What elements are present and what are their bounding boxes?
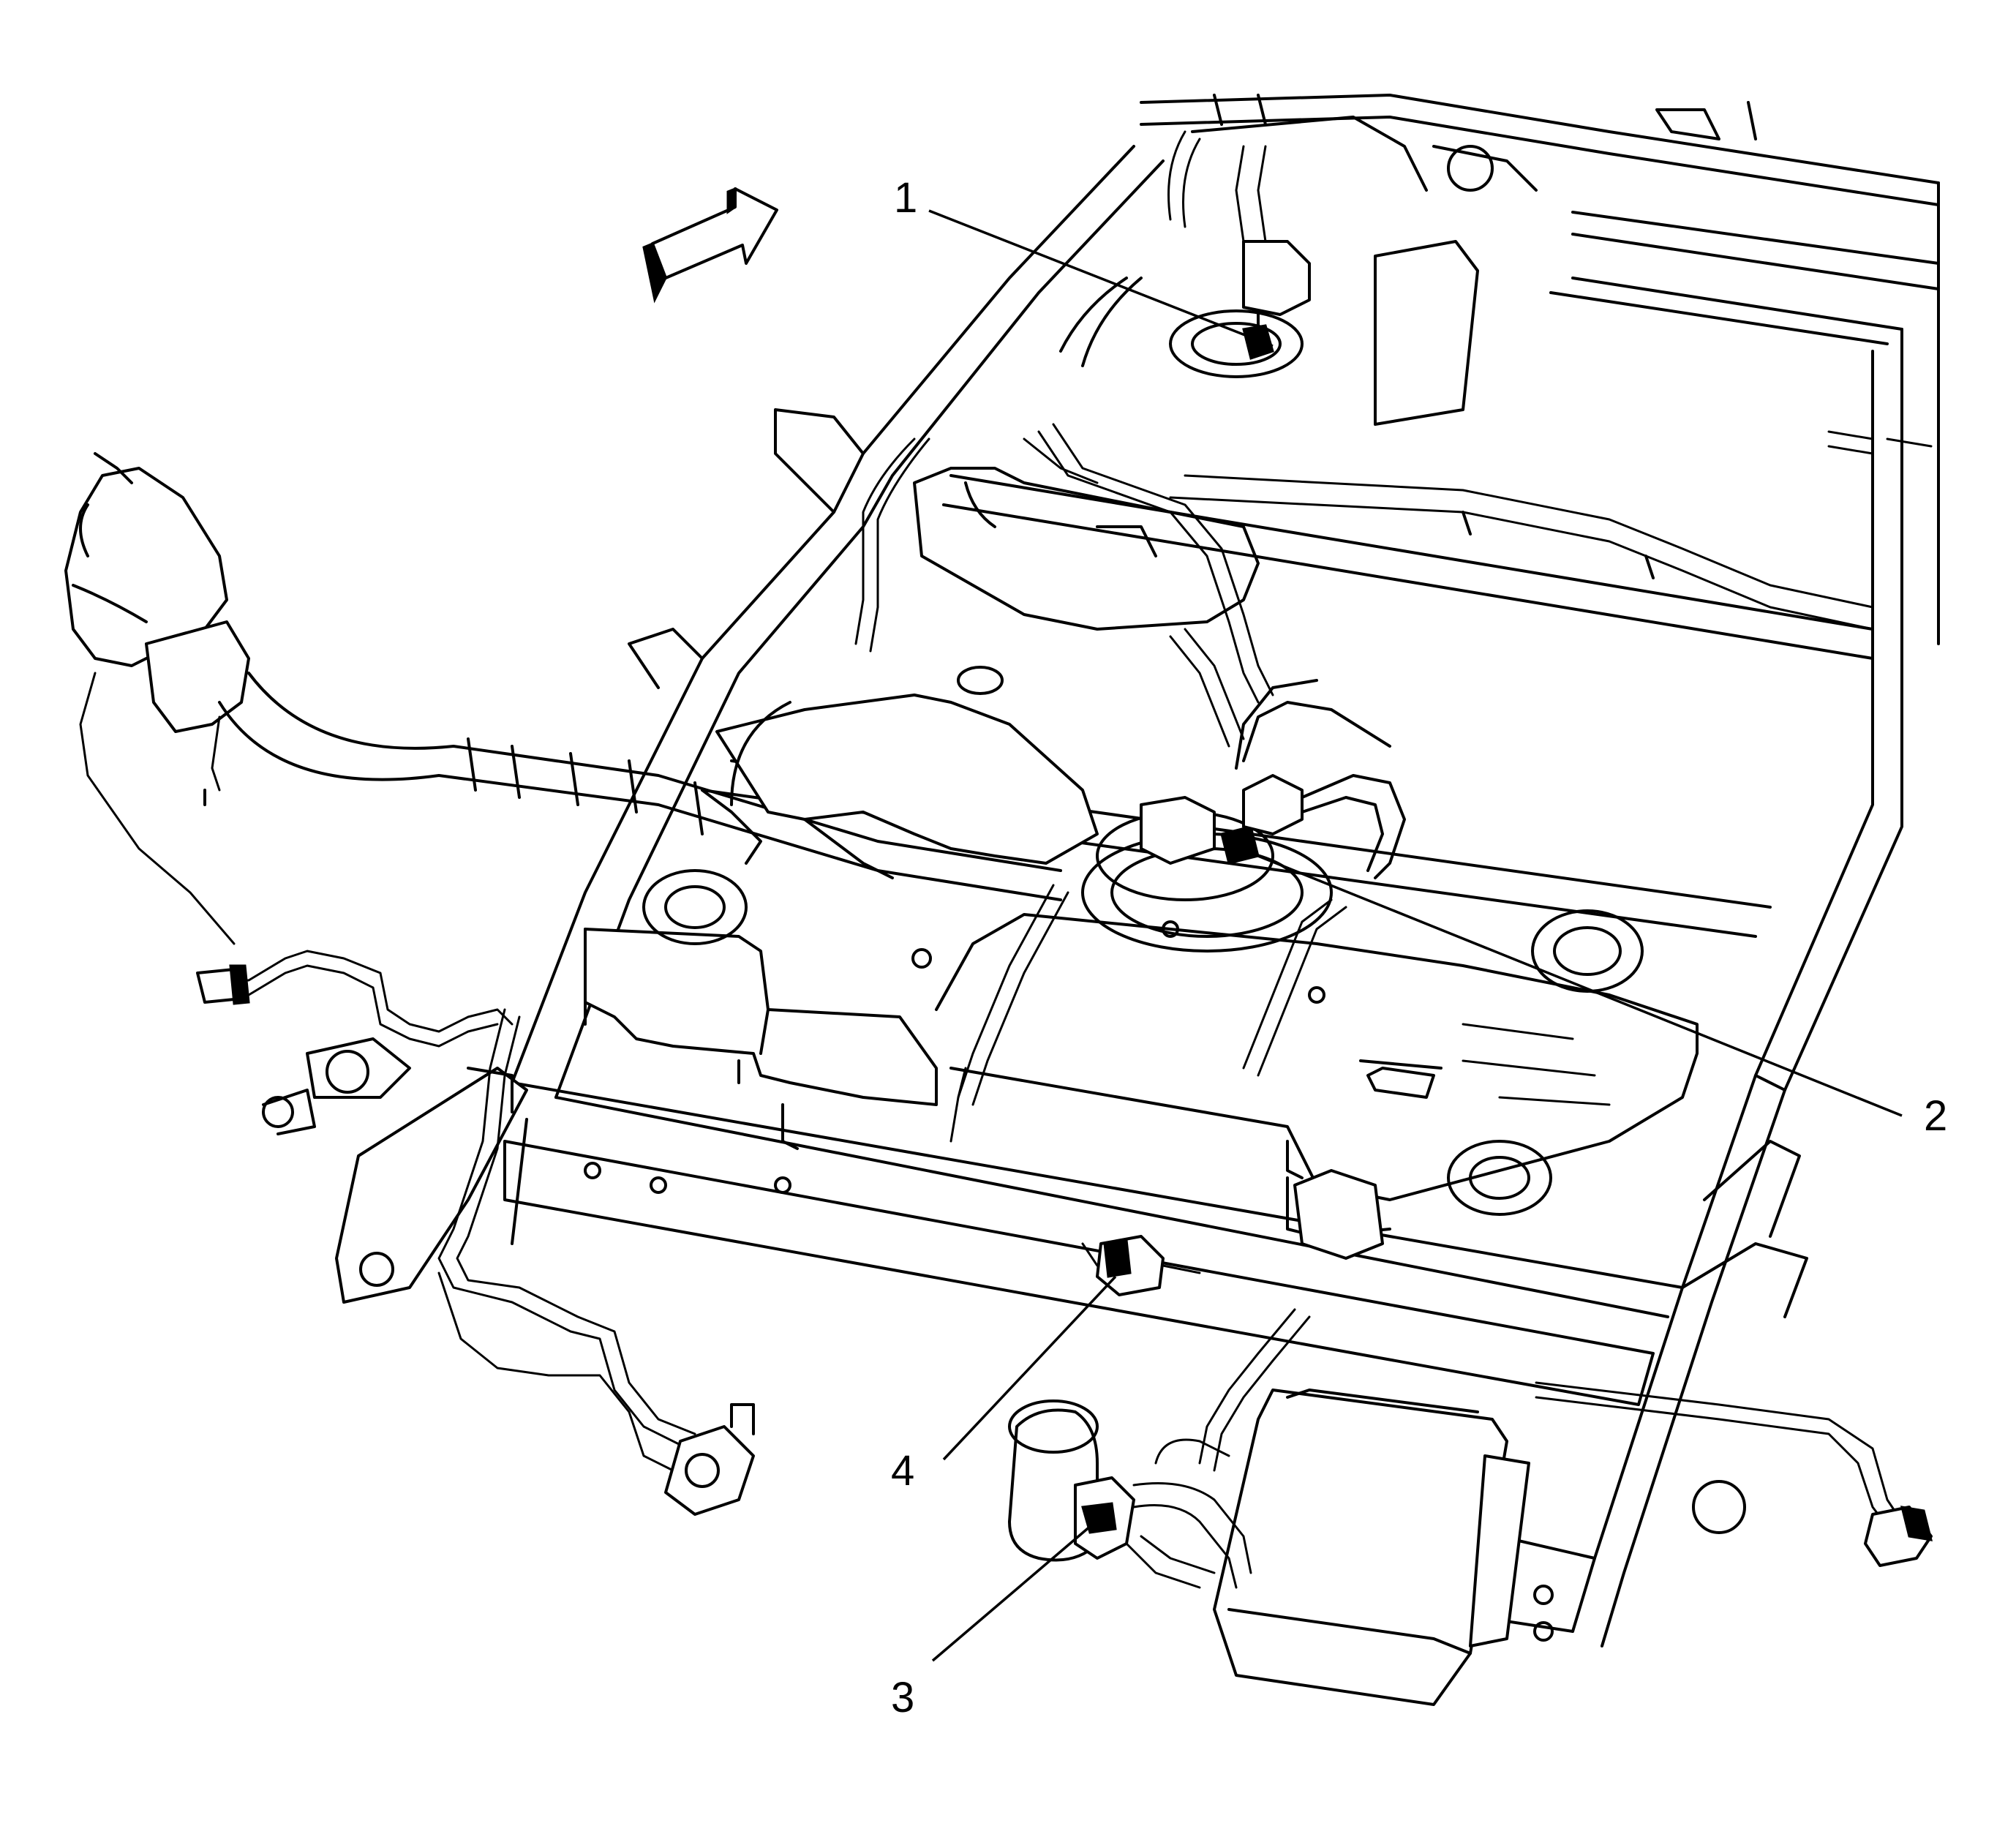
fuel-pump-module-front	[1096, 679, 1406, 901]
direction-arrow-icon	[642, 187, 778, 304]
callout-1: 1	[894, 174, 917, 222]
leader-3	[931, 1524, 1093, 1662]
leader-lines	[928, 209, 1903, 1662]
rear-frame	[1140, 94, 1940, 645]
right-frame-rail	[1476, 628, 1903, 1647]
callout-2: 2	[1924, 1092, 1947, 1140]
leader-2	[1239, 847, 1903, 1117]
tank-shield	[715, 467, 1260, 879]
leader-4	[942, 1275, 1117, 1461]
filler-neck	[64, 452, 1062, 945]
fuel-tank	[584, 833, 1699, 1260]
fuel-lines	[737, 423, 1874, 1143]
callout-4: 4	[891, 1447, 914, 1495]
callout-3: 3	[891, 1674, 914, 1721]
wiring-harness	[196, 950, 1933, 1567]
fuel-pump-module-rear	[1059, 116, 1538, 426]
evap-canister	[1008, 1389, 1530, 1706]
leader-1	[928, 209, 1274, 347]
fasteners	[584, 920, 1325, 1194]
front-bracket	[262, 1037, 528, 1304]
